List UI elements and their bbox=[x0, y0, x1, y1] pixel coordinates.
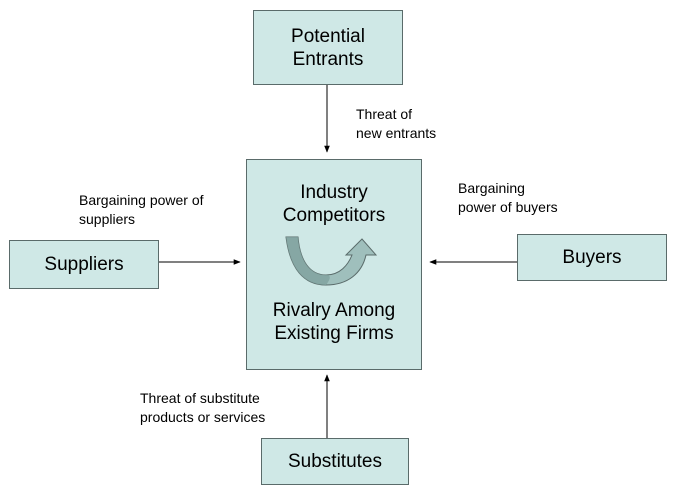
potential-entrants-box: Potential Entrants bbox=[253, 10, 403, 85]
industry-competitors-box: Industry Competitors Rivalry Among Exist… bbox=[246, 159, 422, 370]
substitutes-box: Substitutes bbox=[261, 438, 409, 485]
buyers-box: Buyers bbox=[517, 234, 667, 281]
suppliers-box: Suppliers bbox=[9, 240, 159, 289]
industry-competitors-title: Industry Competitors bbox=[282, 182, 386, 226]
curved-u-turn-arrow-icon bbox=[285, 236, 378, 286]
bargaining-power-buyers-label: Bargaining power of buyers bbox=[458, 180, 558, 215]
threat-of-new-entrants-label: Threat of new entrants bbox=[356, 106, 437, 141]
bargaining-power-suppliers-label: Bargaining power of suppliers bbox=[79, 192, 204, 227]
rivalry-among-existing-firms-title: Rivalry Among Existing Firms bbox=[272, 300, 396, 344]
threat-of-substitutes-label: Threat of substitute products or service… bbox=[140, 390, 266, 425]
